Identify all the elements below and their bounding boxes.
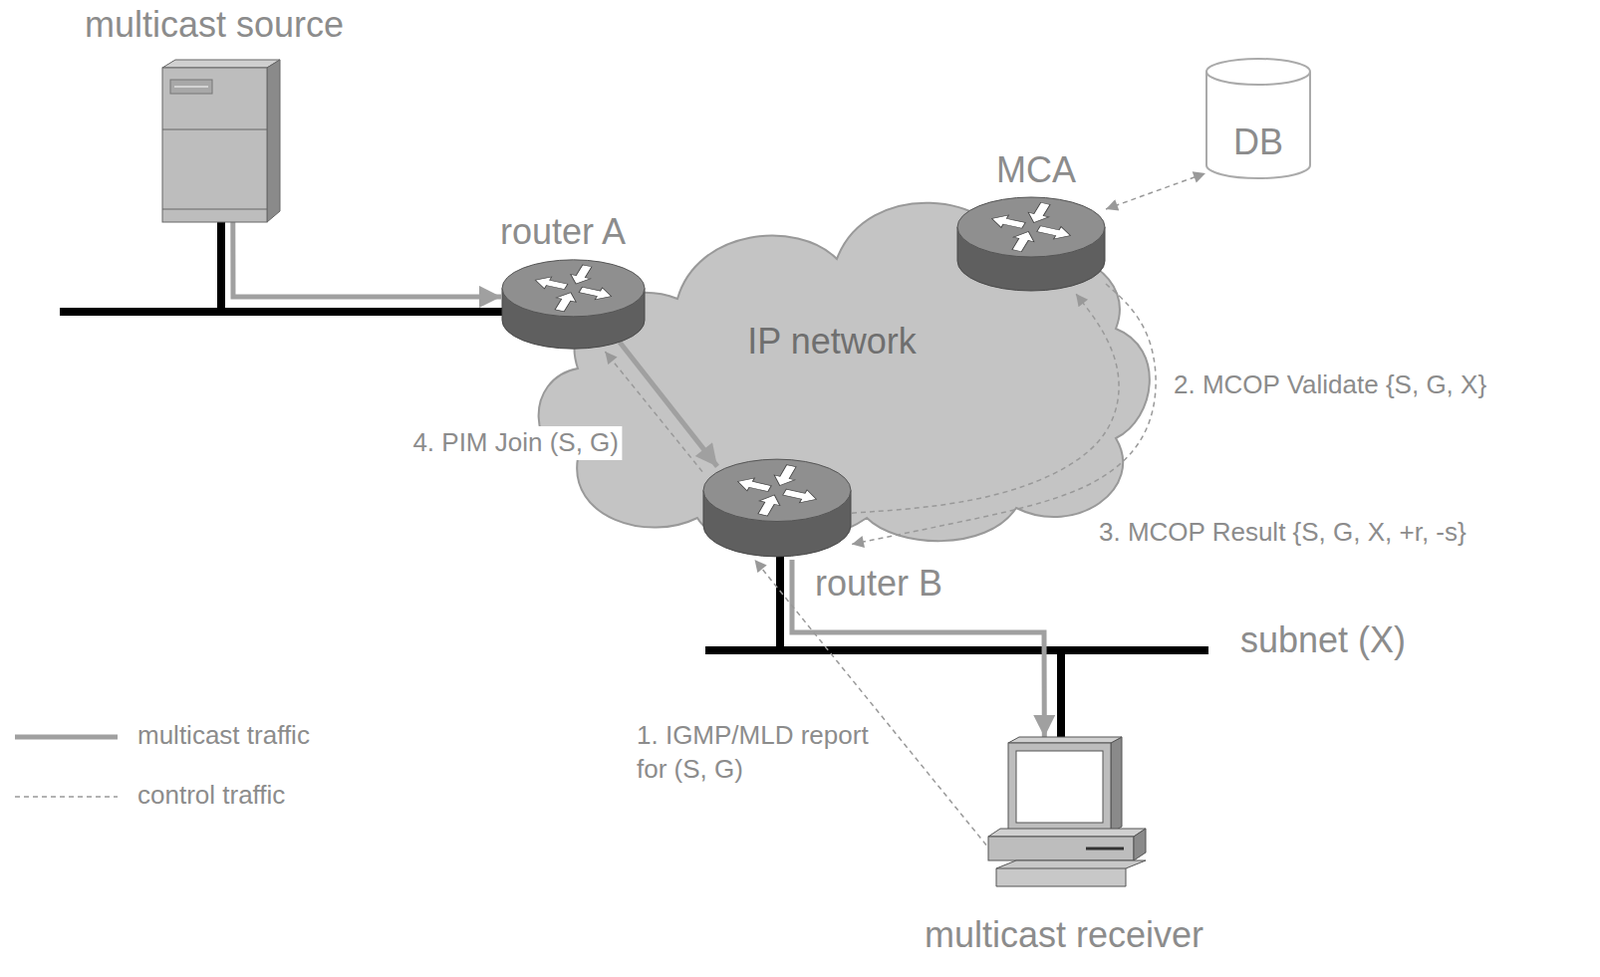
router-icon: MCA xyxy=(956,194,1106,294)
server-panel-line xyxy=(162,209,267,211)
server-icon: multicast source xyxy=(162,59,280,223)
control-traffic-arrow xyxy=(1105,173,1206,210)
subnet-label: subnet (X) xyxy=(1240,619,1406,662)
router-arrow xyxy=(781,486,820,507)
router-arrow xyxy=(549,289,581,313)
monitor-screen xyxy=(1016,751,1103,823)
router-icon-outline xyxy=(702,456,852,560)
router-arrows xyxy=(734,463,820,518)
source-stem xyxy=(217,221,226,312)
server-panel-line xyxy=(162,129,267,131)
cylinder-top xyxy=(1206,58,1311,85)
router-arrow xyxy=(988,212,1028,232)
legend-traffic-sample xyxy=(14,735,118,741)
computer-icon: multicast receiver xyxy=(986,737,1148,892)
edge-label: 1. IGMP/MLD report for (S, G) xyxy=(633,719,879,788)
multicast-traffic-arrow xyxy=(792,559,1045,738)
server-top xyxy=(162,59,280,68)
node-label: multicast receiver xyxy=(924,914,1204,956)
control-traffic-arrow xyxy=(755,559,988,846)
base-top xyxy=(988,828,1146,837)
cylinder-body xyxy=(1206,71,1311,179)
router-arrow xyxy=(1006,229,1039,254)
legend-text: multicast traffic xyxy=(137,720,310,752)
node-label: multicast source xyxy=(84,3,344,45)
server-slot xyxy=(170,79,213,94)
router-top xyxy=(957,197,1105,258)
server-front xyxy=(162,67,267,223)
router-icon-outline xyxy=(956,194,1106,294)
node-label: router A xyxy=(500,211,626,253)
legend-text: control traffic xyxy=(137,780,285,811)
router-stem xyxy=(776,553,785,651)
network-cloud: IP networkrouter AMCArouter B xyxy=(518,159,1156,548)
router-arrows xyxy=(532,264,616,313)
router-top xyxy=(502,260,645,317)
node-label: MCA xyxy=(996,149,1076,191)
drive-slot xyxy=(1085,847,1124,851)
edge-label: 2. MCOP Validate {S, G, X} xyxy=(1170,368,1490,403)
router-top xyxy=(703,459,851,522)
edge-label: 4. PIM Join (S, G) xyxy=(409,426,622,461)
router-icon: router A xyxy=(501,257,646,352)
router-arrows xyxy=(988,201,1074,254)
router-icon-outline xyxy=(501,257,646,352)
router-arrow xyxy=(532,273,570,292)
source-bus xyxy=(59,307,504,316)
router-arrow xyxy=(1035,222,1074,242)
legend-control-sample xyxy=(14,796,118,799)
router-arrow xyxy=(1023,201,1056,226)
node-label: IP network xyxy=(747,320,916,362)
router-arrow xyxy=(576,283,615,302)
base-side xyxy=(1133,828,1146,861)
monitor-front xyxy=(1008,743,1111,833)
monitor-side xyxy=(1110,737,1122,833)
multicast-traffic-arrow xyxy=(233,222,502,297)
router-icon: router B xyxy=(702,456,852,560)
receiver-stem xyxy=(1057,650,1066,740)
node-label: DB xyxy=(1233,121,1284,163)
router-arrow xyxy=(752,493,785,519)
server-icon-outline xyxy=(162,59,280,223)
keyboard xyxy=(996,860,1146,887)
server-slot-line xyxy=(174,86,209,88)
router-arrow xyxy=(565,264,597,287)
keyboard-edge xyxy=(996,868,1126,870)
edge-label: 3. MCOP Result {S, G, X, +r, -s} xyxy=(1095,516,1470,550)
server-side xyxy=(266,59,280,223)
monitor-top xyxy=(1008,737,1122,744)
router-arrow xyxy=(734,475,774,496)
base-front xyxy=(988,836,1134,861)
computer-icon-outline xyxy=(986,737,1148,892)
router-arrow xyxy=(769,463,801,489)
node-label: router B xyxy=(814,562,943,604)
database-cylinder: DB xyxy=(1205,57,1312,180)
